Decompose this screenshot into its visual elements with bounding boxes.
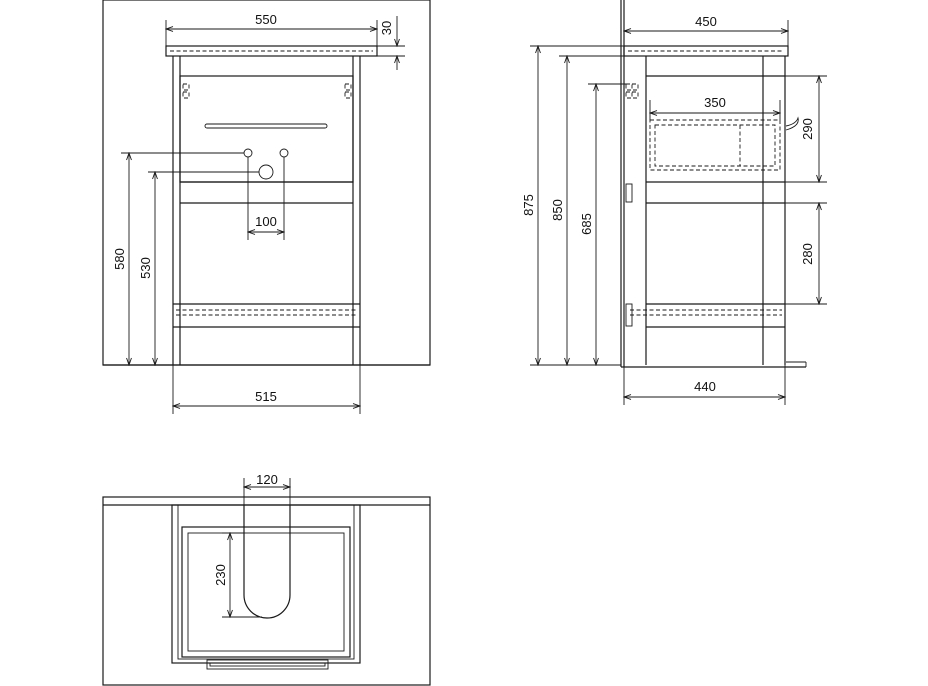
dim-30: 30: [379, 21, 394, 35]
side-view: 450 350 290 280 875 850 685 440: [521, 0, 827, 405]
side-countertop: [623, 45, 789, 57]
dim-685: 685: [579, 213, 594, 235]
top-wall: [102, 496, 431, 686]
dim-550: 550: [255, 12, 277, 27]
dim-850: 850: [550, 199, 565, 221]
dim-440: 440: [694, 379, 716, 394]
front-view: 550 30 580 530 100 515: [102, 0, 431, 414]
dim-580: 580: [112, 248, 127, 270]
dim-350: 350: [704, 95, 726, 110]
dim-230: 230: [213, 564, 228, 586]
dim-290: 290: [800, 118, 815, 140]
u-cutout: [243, 505, 291, 619]
top-view: 120 230: [102, 472, 431, 686]
drawer-handle: [204, 123, 328, 129]
top-drawer: [181, 526, 351, 658]
dim-875: 875: [521, 194, 536, 216]
dim-515: 515: [255, 389, 277, 404]
front-countertop: [165, 45, 378, 57]
dim-530: 530: [138, 257, 153, 279]
dim-280: 280: [800, 243, 815, 265]
dim-450: 450: [695, 14, 717, 29]
dim-120: 120: [256, 472, 278, 487]
dim-100: 100: [255, 214, 277, 229]
